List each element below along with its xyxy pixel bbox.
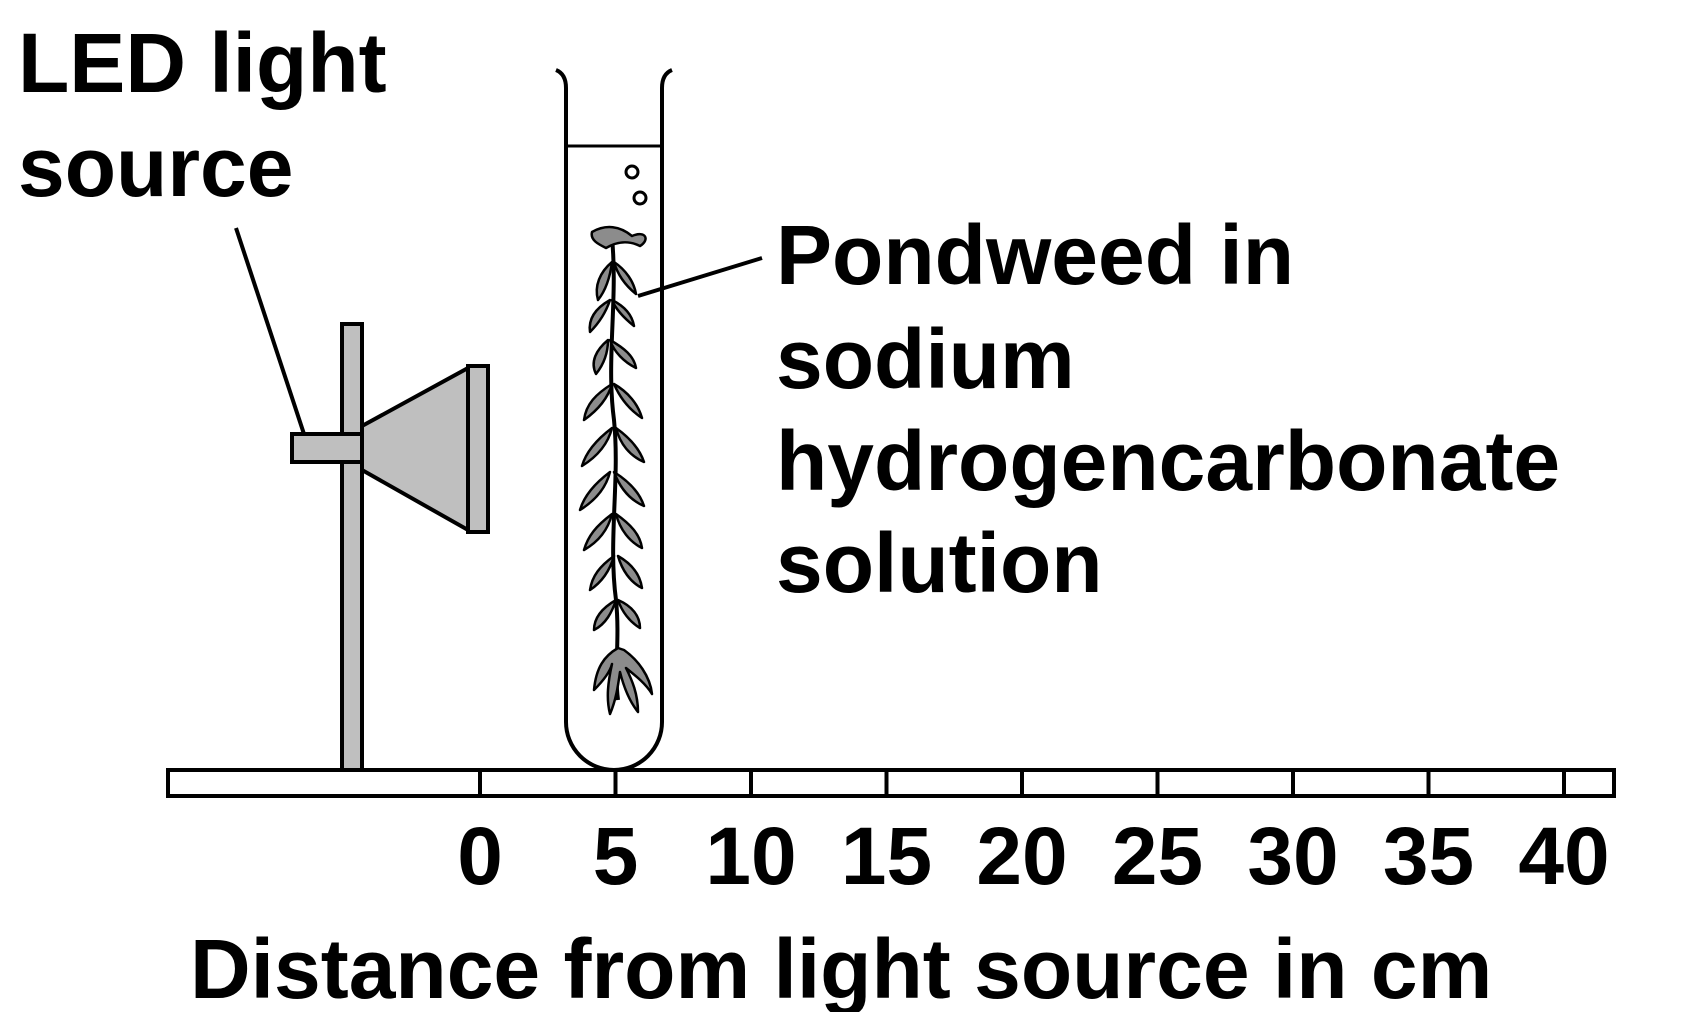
- pondweed-plant: [578, 225, 654, 716]
- lamp-cone: [360, 364, 470, 534]
- ruler-tick-label: 40: [1518, 811, 1609, 902]
- ruler-tick-label: 15: [841, 811, 932, 902]
- ruler-axis-title: Distance from light source in cm: [190, 922, 1492, 1012]
- stand-pole: [340, 322, 364, 772]
- pondweed-label-line3: hydrogencarbonate: [776, 414, 1560, 508]
- pondweed-label-line1: Pondweed in: [776, 208, 1294, 302]
- ruler-tick-label: 10: [705, 811, 796, 902]
- led-label-line2: source: [18, 120, 293, 214]
- ruler-tick-label: 20: [976, 811, 1067, 902]
- led-lamp-face: [466, 364, 490, 534]
- ruler-tick-label: 0: [457, 811, 503, 902]
- ruler-tick-label: 30: [1247, 811, 1338, 902]
- pondweed-label-line2: sodium: [776, 312, 1075, 406]
- ruler-tick-label: 5: [593, 811, 639, 902]
- ruler: [166, 768, 1616, 798]
- gas-bubble: [632, 190, 648, 206]
- gas-bubble: [624, 164, 640, 180]
- pondweed-leader-line: [637, 256, 763, 298]
- led-label-line1: LED light: [18, 16, 387, 110]
- pondweed-label-line4: solution: [776, 516, 1103, 610]
- ruler-bar: [166, 768, 1616, 798]
- led-leader-line: [234, 227, 306, 435]
- ruler-tick-label: 25: [1112, 811, 1203, 902]
- ruler-tick-label: 35: [1383, 811, 1474, 902]
- lamp-clamp: [290, 432, 364, 464]
